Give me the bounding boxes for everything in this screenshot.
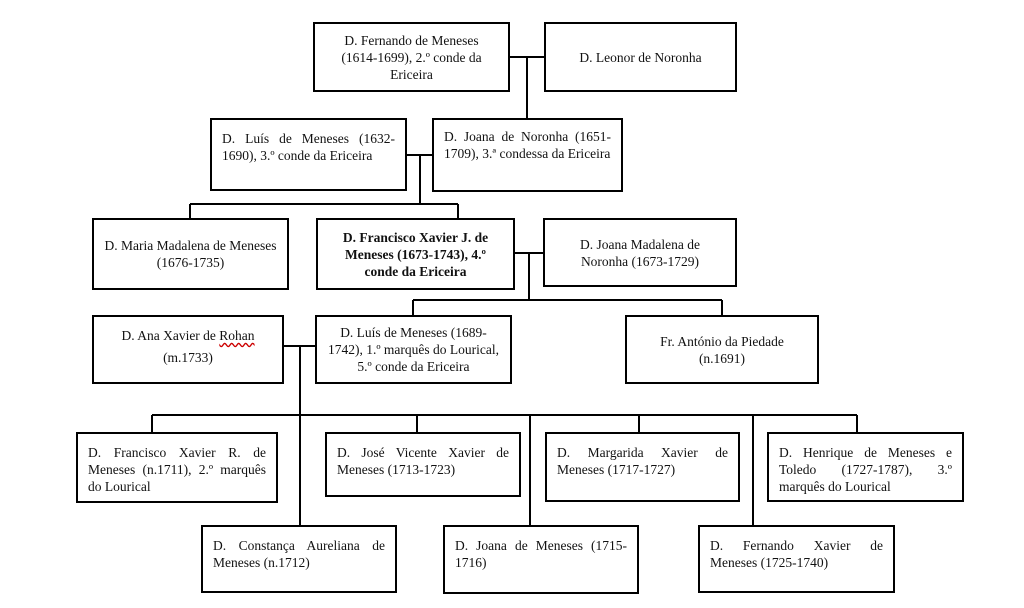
- person-label: D. Francisco Xavier R. de Meneses (n.171…: [88, 445, 266, 494]
- person-joana-madalena-noronha: D. Joana Madalena de Noronha (1673-1729): [543, 218, 737, 287]
- name-surname: Rohan: [219, 328, 255, 343]
- person-henrique-meneses-toledo: D. Henrique de Meneses e Toledo (1727-17…: [767, 432, 964, 502]
- person-joana-noronha-1651: D. Joana de Noronha (1651-1709), 3.ª con…: [432, 118, 623, 192]
- person-francisco-xavier-j-meneses: D. Francisco Xavier J. de Meneses (1673-…: [316, 218, 515, 290]
- person-fernando-xavier-meneses: D. Fernando Xavier de Meneses (1725-1740…: [698, 525, 895, 593]
- person-label: D. Fernando de Meneses (1614-1699), 2.º …: [341, 32, 482, 82]
- person-maria-madalena-meneses: D. Maria Madalena de Meneses (1676-1735): [92, 218, 289, 290]
- name-dates: (m.1733): [163, 350, 213, 365]
- name-prefix: D. Ana Xavier de: [121, 328, 220, 343]
- person-label: D. Luís de Meneses (1632-1690), 3.º cond…: [222, 131, 395, 163]
- person-label: D. Margarida Xavier de Meneses (1717-172…: [557, 445, 728, 477]
- person-antonio-piedade: Fr. António da Piedade (n.1691): [625, 315, 819, 384]
- person-joana-meneses-1715: D. Joana de Meneses (1715-1716): [443, 525, 639, 594]
- person-constanca-aureliana-meneses: D. Constança Aureliana de Meneses (n.171…: [201, 525, 397, 593]
- person-label: D. Henrique de Meneses e Toledo (1727-17…: [779, 445, 952, 494]
- person-label: D. Joana Madalena de Noronha (1673-1729): [580, 236, 700, 269]
- person-label: D. José Vicente Xavier de Meneses (1713-…: [337, 445, 509, 477]
- person-luis-meneses-1689: D. Luís de Meneses (1689-1742), 1.º marq…: [315, 315, 512, 384]
- person-label: D. Leonor de Noronha: [579, 49, 702, 65]
- person-label: D. Joana de Noronha (1651-1709), 3.ª con…: [444, 129, 611, 161]
- person-label: D. Constança Aureliana de Meneses (n.171…: [213, 538, 385, 570]
- person-label: D. Fernando Xavier de Meneses (1725-1740…: [710, 538, 883, 570]
- person-label: D. Ana Xavier de Rohan (m.1733): [104, 327, 272, 372]
- person-label: D. Luís de Meneses (1689-1742), 1.º marq…: [327, 325, 500, 374]
- person-label: Fr. António da Piedade (n.1691): [660, 333, 784, 366]
- person-label: D. Maria Madalena de Meneses (1676-1735): [104, 238, 277, 270]
- person-ana-xavier-rohan: D. Ana Xavier de Rohan (m.1733): [92, 315, 284, 384]
- person-luis-meneses-1632: D. Luís de Meneses (1632-1690), 3.º cond…: [210, 118, 407, 191]
- person-leonor-noronha: D. Leonor de Noronha: [544, 22, 737, 92]
- person-fernando-meneses: D. Fernando de Meneses (1614-1699), 2.º …: [313, 22, 510, 92]
- person-label: D. Joana de Meneses (1715-1716): [455, 538, 627, 570]
- person-francisco-xavier-r-meneses: D. Francisco Xavier R. de Meneses (n.171…: [76, 432, 278, 503]
- person-jose-vicente-xavier-meneses: D. José Vicente Xavier de Meneses (1713-…: [325, 432, 521, 497]
- person-label: D. Francisco Xavier J. de Meneses (1673-…: [342, 229, 489, 279]
- person-margarida-xavier-meneses: D. Margarida Xavier de Meneses (1717-172…: [545, 432, 740, 502]
